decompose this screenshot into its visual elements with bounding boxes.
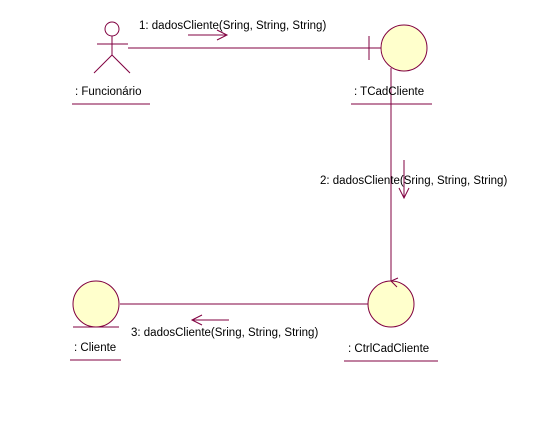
funcionario-actor-icon[interactable] xyxy=(93,21,131,74)
tcadcliente-boundary-icon[interactable] xyxy=(368,24,428,72)
message-2-arrow-icon xyxy=(398,160,410,200)
cliente-entity-icon[interactable] xyxy=(72,280,120,328)
message-1-label: 1: dadosCliente(Sring, String, String) xyxy=(139,20,326,32)
message-2-label: 2: dadosCliente(Sring, String, String) xyxy=(320,175,507,187)
message-3-arrow-icon xyxy=(190,314,229,326)
ctrlcadcliente-control-icon[interactable] xyxy=(367,277,415,328)
cliente-label: : Cliente xyxy=(74,342,116,354)
funcionario-label: : Funcionário xyxy=(75,86,141,98)
message-1-arrow-icon xyxy=(188,29,229,41)
tcadcliente-label: : TCadCliente xyxy=(354,86,424,98)
ctrlcadcliente-label: : CtrlCadCliente xyxy=(348,343,429,355)
message-3-label: 3: dadosCliente(Sring, String, String) xyxy=(131,327,318,339)
